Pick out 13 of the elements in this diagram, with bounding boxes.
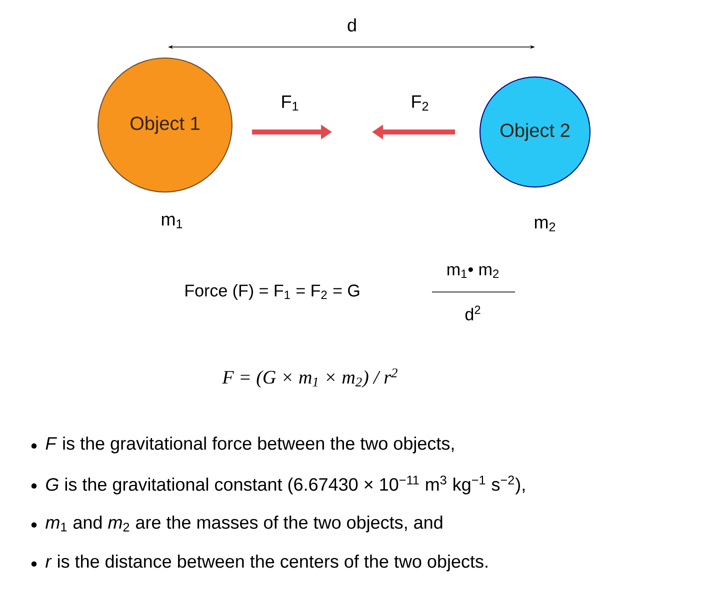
bullet-text: G is the gravitational constant (6.67430 × 10$^{−11}$ m$^{3}$ kg$^{−1}$ s$^{−2}$), — [46, 476, 524, 494]
bullet-text: F is the gravitational force between the two objects, — [46, 436, 454, 454]
bullet-text: m$_{1}$ and m$_{2}$ are the masses of the two objects, and — [46, 516, 442, 532]
force-label: F$_{1}$ — [282, 95, 298, 111]
mass-label: m$_{2}$ — [534, 218, 556, 232]
formula-text: F = (G × m$_{1}$ × m$_{2}$) / r$^{2}$ — [222, 368, 398, 388]
distance-label: d — [348, 18, 356, 32]
formula-text: Force (F) = F$_{1}$ = F$_{2}$ = G — [186, 284, 360, 300]
numerator-text: m$_{1}$• m$_{2}$ — [448, 266, 499, 278]
bullet-text: r is the distance between the centers of the two objects. — [46, 554, 488, 572]
denominator-text: d$^{2}$ — [465, 306, 480, 320]
mass-label: m$_{1}$ — [162, 216, 182, 228]
force-label: F$_{2}$ — [412, 95, 428, 111]
